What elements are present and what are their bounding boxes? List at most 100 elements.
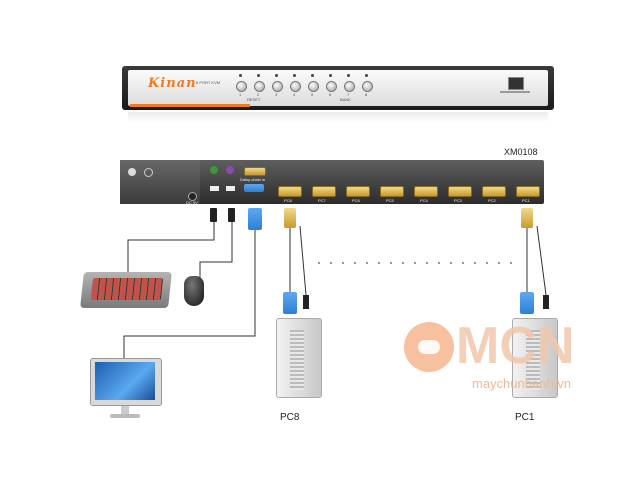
pc8-vga-plug — [283, 292, 297, 314]
pc1-usb-plug — [543, 295, 549, 309]
front-port-button-8 — [362, 81, 373, 92]
front-subtitle: 8 PORT KVM — [196, 80, 221, 85]
usb-port-2 — [226, 186, 235, 191]
power-label: DC 9V — [186, 200, 198, 205]
separator-dot — [378, 262, 380, 264]
front-port-number: 6 — [329, 92, 332, 97]
front-port-led — [311, 74, 314, 77]
console-vga-port — [244, 184, 264, 192]
pc8-label: PC8 — [280, 412, 300, 423]
front-port-button-3 — [272, 81, 283, 92]
separator-dot — [426, 262, 428, 264]
separator-dot — [462, 262, 464, 264]
front-port-number: 1 — [239, 92, 242, 97]
separator-dot — [486, 262, 488, 264]
front-port-number: 8 — [365, 92, 368, 97]
front-port-led — [293, 74, 296, 77]
rear-port-label: PC6 — [352, 198, 360, 203]
daisy-chain-label: Daisy-chain in — [240, 177, 266, 182]
rear-port-pc7 — [312, 186, 336, 197]
separator-dot — [330, 262, 332, 264]
front-port-number: 2 — [257, 92, 260, 97]
rear-port-pc2 — [482, 186, 506, 197]
separator-dot — [402, 262, 404, 264]
rear-port-pc1 — [516, 186, 540, 197]
separator-dot — [438, 262, 440, 264]
keyboard-keys — [90, 278, 164, 300]
dc-power-jack — [188, 192, 197, 201]
front-port-button-4 — [290, 81, 301, 92]
separator-dot — [510, 262, 512, 264]
rear-port-label: PC3 — [454, 198, 462, 203]
front-port-led — [347, 74, 350, 77]
monitor-stand — [110, 414, 140, 418]
separator-dot — [342, 262, 344, 264]
rear-port-pc8 — [278, 186, 302, 197]
pc1-usb-cable — [536, 225, 547, 296]
separator-dot — [450, 262, 452, 264]
front-port-led — [329, 74, 332, 77]
separator-dot — [498, 262, 500, 264]
front-port-number: 3 — [275, 92, 278, 97]
pc1-kvm-plug — [521, 208, 533, 228]
front-port-led — [257, 74, 260, 77]
monitor-neck — [121, 406, 129, 414]
pc1-vent — [526, 330, 540, 390]
cloud-icon — [418, 340, 440, 354]
rear-port-pc5 — [380, 186, 404, 197]
front-port-button-1 — [236, 81, 247, 92]
front-port-button-7 — [344, 81, 355, 92]
brand-logo: Kinan — [148, 76, 197, 91]
pc8-usb-plug — [303, 295, 309, 309]
keyboard-cable — [127, 220, 215, 272]
rear-port-label: PC1 — [522, 198, 530, 203]
rear-port-label: PC4 — [420, 198, 428, 203]
front-panel-face — [128, 70, 548, 106]
monitor-plug — [248, 208, 262, 230]
rear-panel-left-section — [120, 160, 200, 204]
separator-dot — [474, 262, 476, 264]
separator-dot — [414, 262, 416, 264]
mouse-cable — [199, 220, 233, 278]
ps2-mouse-port — [226, 166, 234, 174]
keyboard-plug — [210, 208, 217, 222]
front-port-button-6 — [326, 81, 337, 92]
ground-screw-icon — [144, 168, 153, 177]
front-port-number: 4 — [293, 92, 296, 97]
watermark-logo: MCN — [456, 317, 575, 375]
bank-display — [508, 77, 524, 90]
monitor-screen — [95, 362, 155, 400]
rear-port-pc3 — [448, 186, 472, 197]
pc8-vent — [290, 330, 304, 390]
mouse — [184, 276, 204, 306]
watermark-url: maychunhanh.vn — [472, 376, 572, 391]
separator-dot — [354, 262, 356, 264]
pc8-usb-cable — [299, 225, 307, 296]
model-number: XM0108 — [504, 147, 538, 157]
front-port-button-5 — [308, 81, 319, 92]
daisy-chain-port — [244, 167, 266, 176]
front-port-number: 5 — [311, 92, 314, 97]
front-reflection — [128, 112, 548, 122]
ps2-keyboard-port — [210, 166, 218, 174]
separator-dot — [390, 262, 392, 264]
pc1-vga-plug — [520, 292, 534, 314]
front-port-led — [275, 74, 278, 77]
rear-port-pc4 — [414, 186, 438, 197]
front-port-led — [365, 74, 368, 77]
mouse-plug — [228, 208, 235, 222]
front-accent-stripe — [130, 104, 250, 107]
front-port-led — [239, 74, 242, 77]
power-button — [128, 168, 136, 176]
usb-port-1 — [210, 186, 219, 191]
monitor-cable — [123, 230, 256, 358]
separator-dot — [366, 262, 368, 264]
rear-port-label: PC7 — [318, 198, 326, 203]
rear-port-label: PC5 — [386, 198, 394, 203]
rear-port-pc6 — [346, 186, 370, 197]
pc8-kvm-plug — [284, 208, 296, 228]
separator-dot — [318, 262, 320, 264]
bank-display-label — [500, 91, 530, 93]
front-port-button-2 — [254, 81, 265, 92]
